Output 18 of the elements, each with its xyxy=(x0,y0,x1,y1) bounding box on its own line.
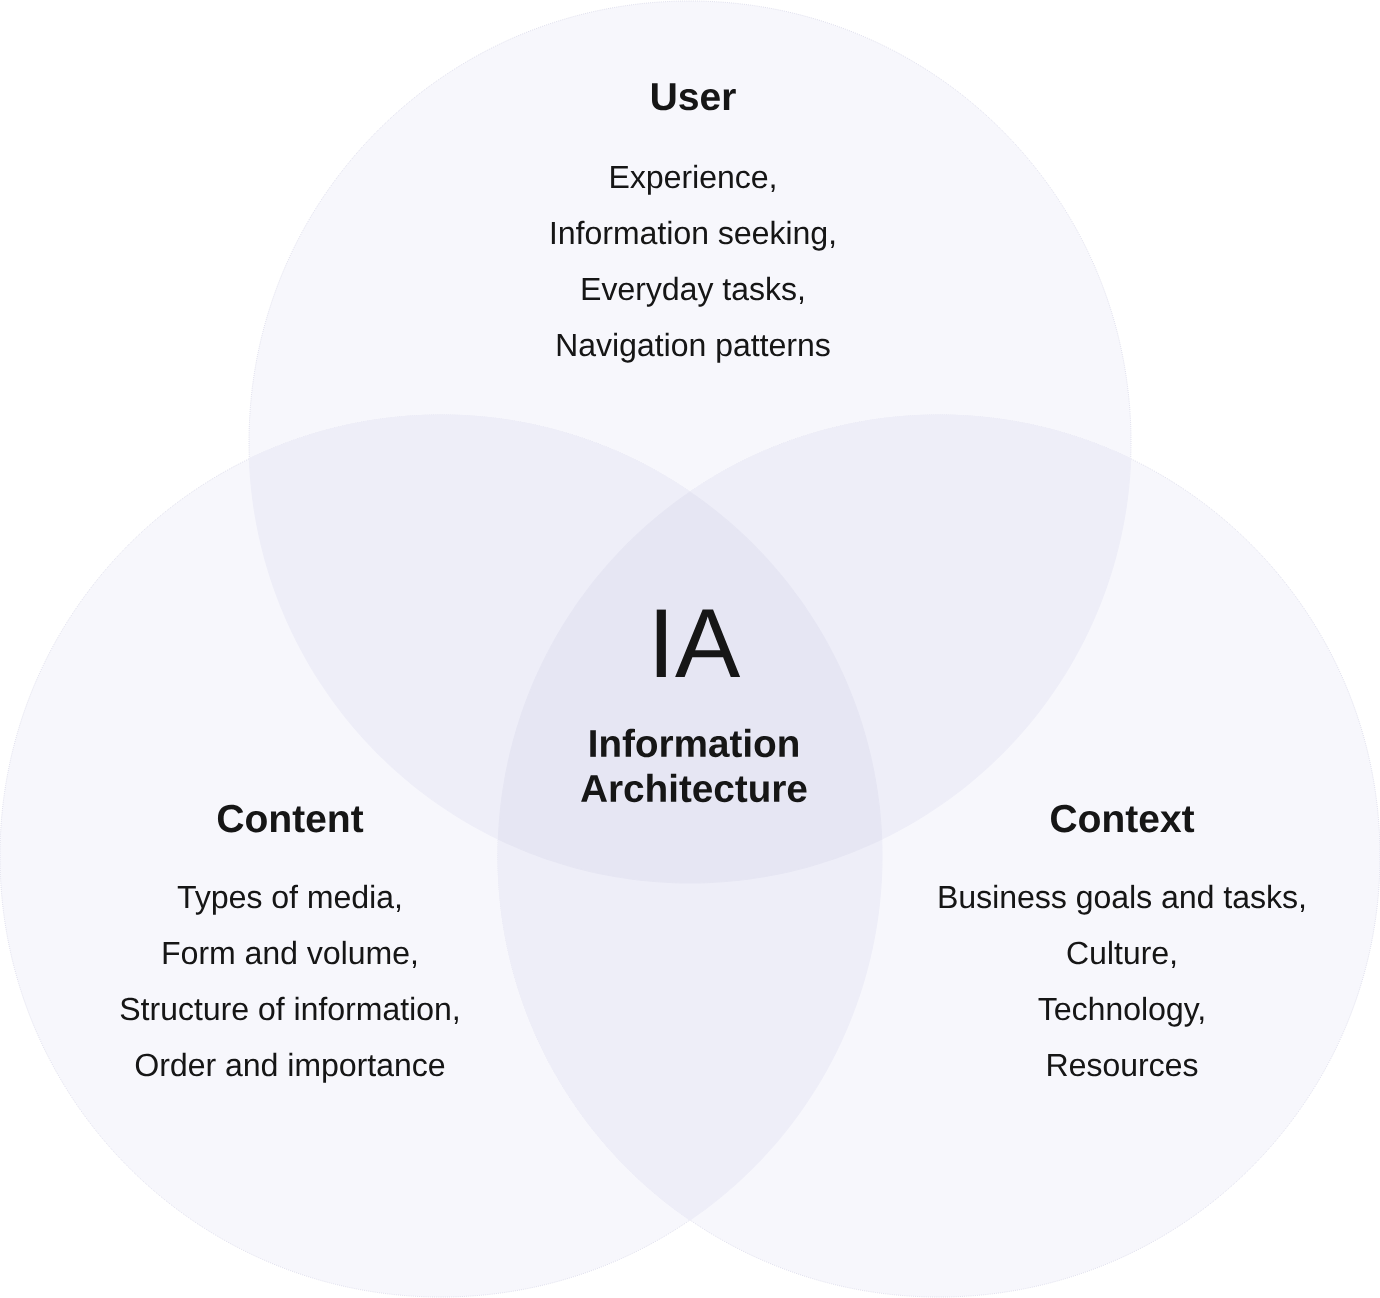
list-item: Culture, xyxy=(1067,940,1176,969)
list-item: Technology, xyxy=(1038,996,1204,1027)
list-item: Order and importance xyxy=(135,1052,445,1083)
center-title: IA xyxy=(656,609,741,677)
list-item: Information seeking, xyxy=(551,220,835,251)
list-item: Business goals and tasks, xyxy=(939,884,1305,915)
list-item: Experience, xyxy=(611,164,775,195)
list-item: Everyday tasks, xyxy=(582,276,804,307)
overlap-region xyxy=(497,838,883,1221)
circle-heading: Context xyxy=(1051,804,1195,833)
circle-heading: User xyxy=(652,83,736,111)
list-item: Form and volume, xyxy=(163,940,416,969)
list-item: Navigation patterns xyxy=(557,332,830,363)
list-item: Types of media, xyxy=(177,884,401,915)
circle-heading: Content xyxy=(217,804,364,833)
list-item: Structure of information, xyxy=(120,996,458,1025)
list-item: Resources xyxy=(1048,1054,1198,1077)
center-subtitle: Information Architecture xyxy=(581,728,807,803)
